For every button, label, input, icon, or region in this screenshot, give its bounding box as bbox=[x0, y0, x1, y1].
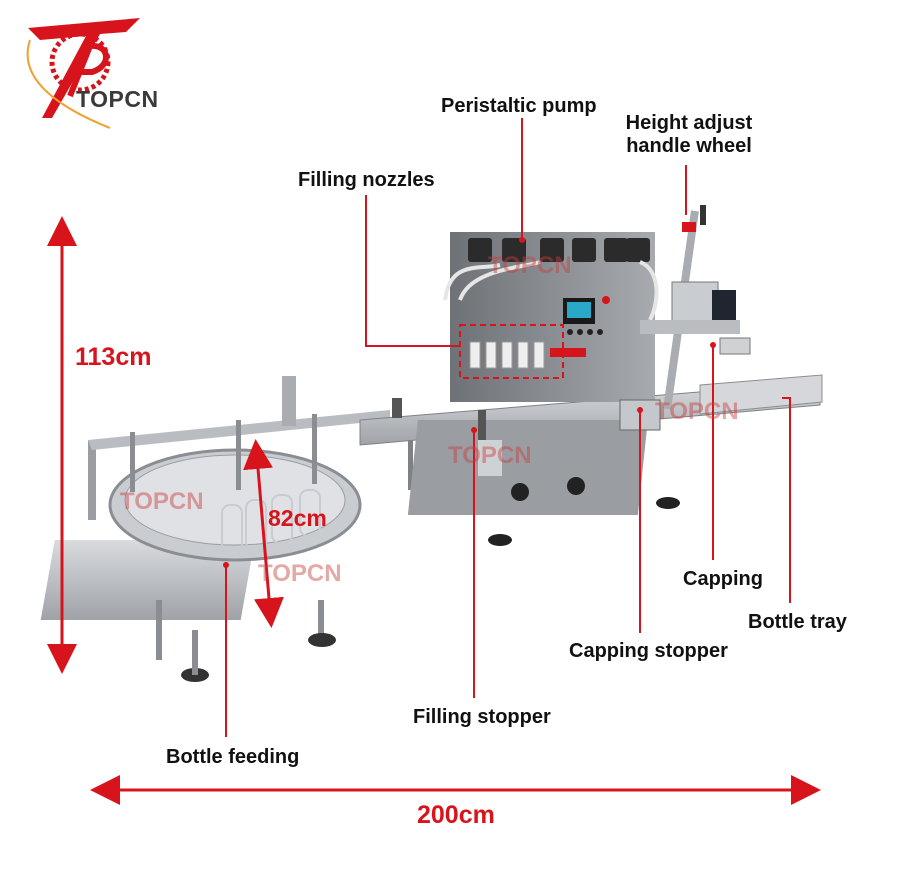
length-dimension: 200cm bbox=[417, 801, 495, 829]
capping-unit bbox=[640, 205, 751, 410]
label-filling-nozzles: Filling nozzles bbox=[298, 169, 435, 191]
label-capping-stopper: Capping stopper bbox=[569, 640, 728, 662]
turntable-height-dimension: 82cm bbox=[268, 505, 327, 531]
leader-lines bbox=[225, 118, 791, 737]
height-dimension: 113cm bbox=[75, 343, 152, 371]
watermark: TOPCN bbox=[258, 560, 342, 587]
label-filling-stopper: Filling stopper bbox=[413, 706, 551, 728]
watermark: TOPCN bbox=[120, 488, 204, 515]
leader-bottle-tray bbox=[782, 397, 791, 603]
filling-nozzles-highlight bbox=[459, 324, 564, 379]
label-capping: Capping bbox=[683, 568, 763, 590]
leader-filling-nozzles bbox=[365, 195, 460, 347]
label-peristaltic-pump: Peristaltic pump bbox=[441, 95, 597, 117]
turntable-height-arrow bbox=[243, 439, 284, 628]
logo-text: TOPCN bbox=[76, 86, 159, 112]
watermark: TOPCN bbox=[655, 398, 739, 425]
label-height-adjust-line2: handle wheel bbox=[626, 135, 752, 157]
label-height-adjust-line1: Height adjust bbox=[625, 112, 753, 134]
label-bottle-feeding: Bottle feeding bbox=[166, 746, 300, 768]
bottle-feeding-turntable bbox=[40, 376, 390, 682]
label-bottle-tray: Bottle tray bbox=[748, 611, 847, 633]
label-height-adjust: Height adjust handle wheel bbox=[622, 112, 756, 158]
watermark: TOPCN bbox=[488, 252, 572, 279]
topcn-logo bbox=[26, 18, 140, 129]
watermark: TOPCN bbox=[448, 442, 532, 469]
